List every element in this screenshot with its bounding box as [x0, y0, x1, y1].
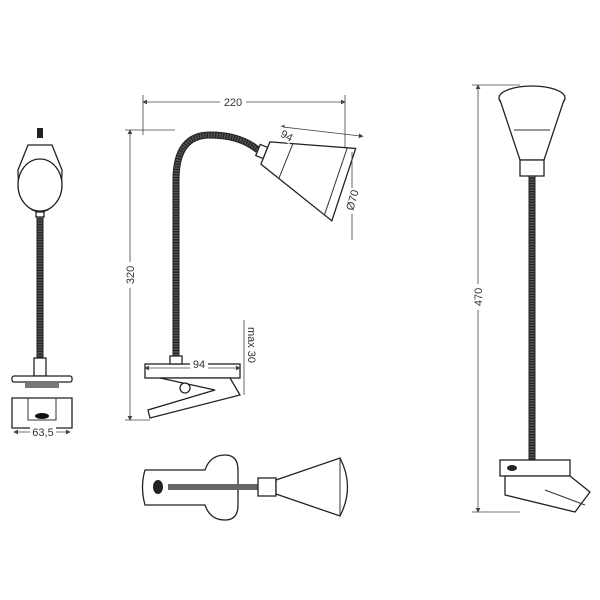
- gooseneck: [168, 484, 260, 490]
- lamp-shade: [260, 141, 357, 222]
- lamp-head-side: [254, 124, 364, 222]
- front-view: 63,5: [11, 128, 73, 439]
- head-connector: [519, 159, 545, 177]
- dim-clamp-depth: 94: [193, 359, 205, 371]
- label-backing: [472, 284, 484, 310]
- label-backing: [30, 425, 56, 437]
- front-view-tall: 470: [472, 84, 591, 513]
- clamp-jaw-slot: [27, 398, 57, 421]
- clamp-screw-hole: [35, 413, 49, 419]
- gooseneck: [173, 132, 260, 358]
- clamp-top-plate: [11, 375, 73, 383]
- top-view: [141, 454, 349, 521]
- head-connector: [257, 477, 277, 497]
- clamp-hinge: [25, 382, 59, 388]
- label-backing: [190, 360, 208, 370]
- label-backing: [220, 96, 246, 108]
- lamp-shade: [275, 457, 349, 517]
- neck-joint: [35, 211, 45, 218]
- clamp-post: [169, 355, 183, 365]
- switch-knob: [37, 128, 43, 138]
- clamp-pivot: [179, 382, 191, 394]
- dim-head-diameter: Ø70: [345, 189, 362, 212]
- dim-head-length: 94: [278, 128, 294, 144]
- shade-band: [278, 143, 294, 180]
- dim-clamp-max: max 30: [245, 327, 257, 363]
- lamp-shade-face: [17, 158, 63, 212]
- clamp-jaw-edge: [544, 489, 586, 506]
- side-view: 220 320 94 Ø70 94 max 30: [124, 95, 364, 421]
- clamp-screw-hole: [507, 465, 517, 471]
- dim-total-width: 220: [224, 97, 242, 109]
- dim-front-width: 63,5: [32, 427, 53, 439]
- dim-total-height: 470: [473, 288, 485, 306]
- label-backing: [275, 125, 295, 145]
- clamp-jaw: [504, 475, 591, 513]
- label-backing: [346, 188, 358, 214]
- gooseneck-outline: [172, 131, 261, 358]
- clamp-post: [33, 357, 47, 377]
- dim-side-height: 320: [125, 266, 137, 284]
- shade-rim: [323, 148, 348, 216]
- clamp-jaw: [147, 377, 241, 419]
- label-backing: [124, 262, 136, 288]
- dim-line-head-length: [279, 124, 364, 139]
- clamp-screw-hole: [153, 480, 163, 494]
